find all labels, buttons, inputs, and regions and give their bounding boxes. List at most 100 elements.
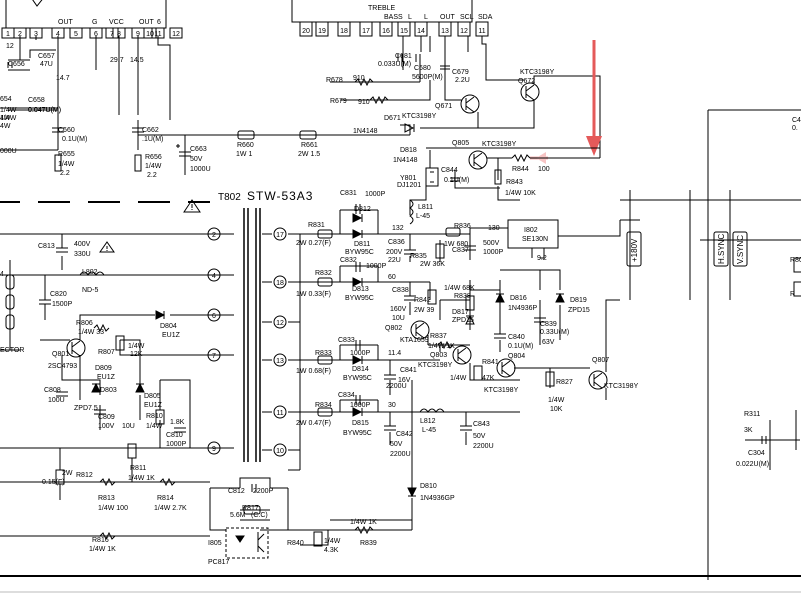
component-label: 2W [62,470,73,477]
component-label: 1/4W [548,397,565,404]
component-label: 12 [6,43,14,50]
component-label: D818 [400,147,417,154]
component-label: 1/4W 100 [98,505,128,512]
component-label: ZPD15 [568,307,590,314]
component-label: R678 [326,77,343,84]
ic-pin-number: 10 [146,31,154,38]
component-label: C810 [166,432,183,439]
resistor-r655 [54,154,62,172]
component-label: 1W 0.68(F) [296,368,331,375]
component-label: 1/4W [146,423,163,430]
component-label: R816 [92,537,109,544]
transformer-pin-number: 2 [212,232,216,239]
component-label: 1/4W 68K [444,285,475,292]
component-label: 1.8K [170,419,185,426]
transistor-q807 [588,370,608,390]
component-label: C837 [452,247,469,254]
component-label: C820 [50,291,67,298]
component-label: C813 [38,243,55,250]
component-label: 1/4W 2.7K [154,505,187,512]
capacitor-c834 [355,395,361,405]
ic-pin-number: 15 [400,28,408,35]
component-label: 1000U [190,166,211,173]
component-label: 10U [392,315,405,322]
component-label: SE130N [522,236,548,243]
component-label: 1000P [365,191,386,198]
component-label: L811 [418,204,433,211]
resistor-r836 [445,227,461,237]
component-label: D809 [95,365,112,372]
component-label: EU1Z [97,374,116,381]
component-label: I802 [524,227,538,234]
component-label: 30 [388,402,396,409]
component-label: 400V [74,241,91,248]
component-label: ZPD15 [452,317,474,324]
crystal-y801 [425,167,439,187]
component-label: 1/4W [0,115,17,122]
resistor-r811 [127,443,137,459]
component-label: KTC3198Y [484,387,519,394]
resistor-r841 [473,365,483,381]
component-label: D819 [570,297,587,304]
component-label: 2.2 [147,172,157,179]
component-label: 12K [130,351,143,358]
component-label: 5600P(M) [412,74,443,81]
ic-top-label: L [424,14,428,21]
component-label: 1/4W 1K [428,343,455,350]
component-label: 29.7 [110,57,124,64]
transistor-q805 [468,150,488,170]
component-label: BYW95C [345,295,374,302]
transformer-pin: 10 [273,443,287,457]
capacitor-c840 [494,333,506,339]
ic-left-label: 6 [157,19,161,26]
resistor-r661 [299,130,317,140]
component-label: D803 [100,387,117,394]
transistor-q801 [66,338,86,358]
ic-left-label: VCC [109,19,124,26]
transformer-pin-number: 11 [276,410,283,417]
ic-pin: 13 [438,21,452,37]
component-label: D812 [354,206,371,213]
capacitor-c833 [355,340,361,350]
transformer-pin: 13 [273,353,287,367]
capacitor-c812 [251,484,257,492]
resistor-r837 [437,340,454,350]
component-label: R837 [430,333,447,340]
component-label: 4.3K [324,547,339,554]
ic-pin: 19 [315,21,329,37]
capacitor-c680 [415,54,421,62]
component-label: 11.4 [388,350,401,357]
capacitor-c813 [56,247,68,253]
component-label: C833 [338,337,355,344]
ic-pin-number: 5 [74,31,78,38]
transistor-q803 [452,345,472,365]
ic-pin-number: 12 [172,31,180,38]
component-label: I805 [208,540,222,547]
component-label: R655 [58,151,75,158]
transistor-q672 [520,82,540,102]
capacitor-c837 [464,245,476,251]
ic-pin-number: 11 [478,28,485,35]
component-label: C839 [540,321,557,328]
component-label: C843 [473,421,490,428]
resistor-r817 [243,505,261,515]
component-label: C657 [38,53,55,60]
ic-pin: 11 [475,21,489,37]
component-label: PC817 [208,559,230,566]
ic-pin-number: 20 [302,28,310,35]
component-label: R807 [98,349,115,356]
component-label: ND-5 [82,287,98,294]
transformer-part: STW-53A3 [247,189,313,203]
component-label: L-45 [416,213,430,220]
component-label: R813 [98,495,115,502]
diode-d810 [407,487,417,498]
component-label: C679 [452,69,469,76]
ic-pin: 16 [379,21,393,37]
component-label: 14.7 [56,75,70,82]
capacitor-c832 [355,262,361,272]
ic-top-label: TREBLE [368,5,396,12]
component-label: KTC3198Y [482,141,517,148]
ic-pin: 14 [414,21,428,37]
